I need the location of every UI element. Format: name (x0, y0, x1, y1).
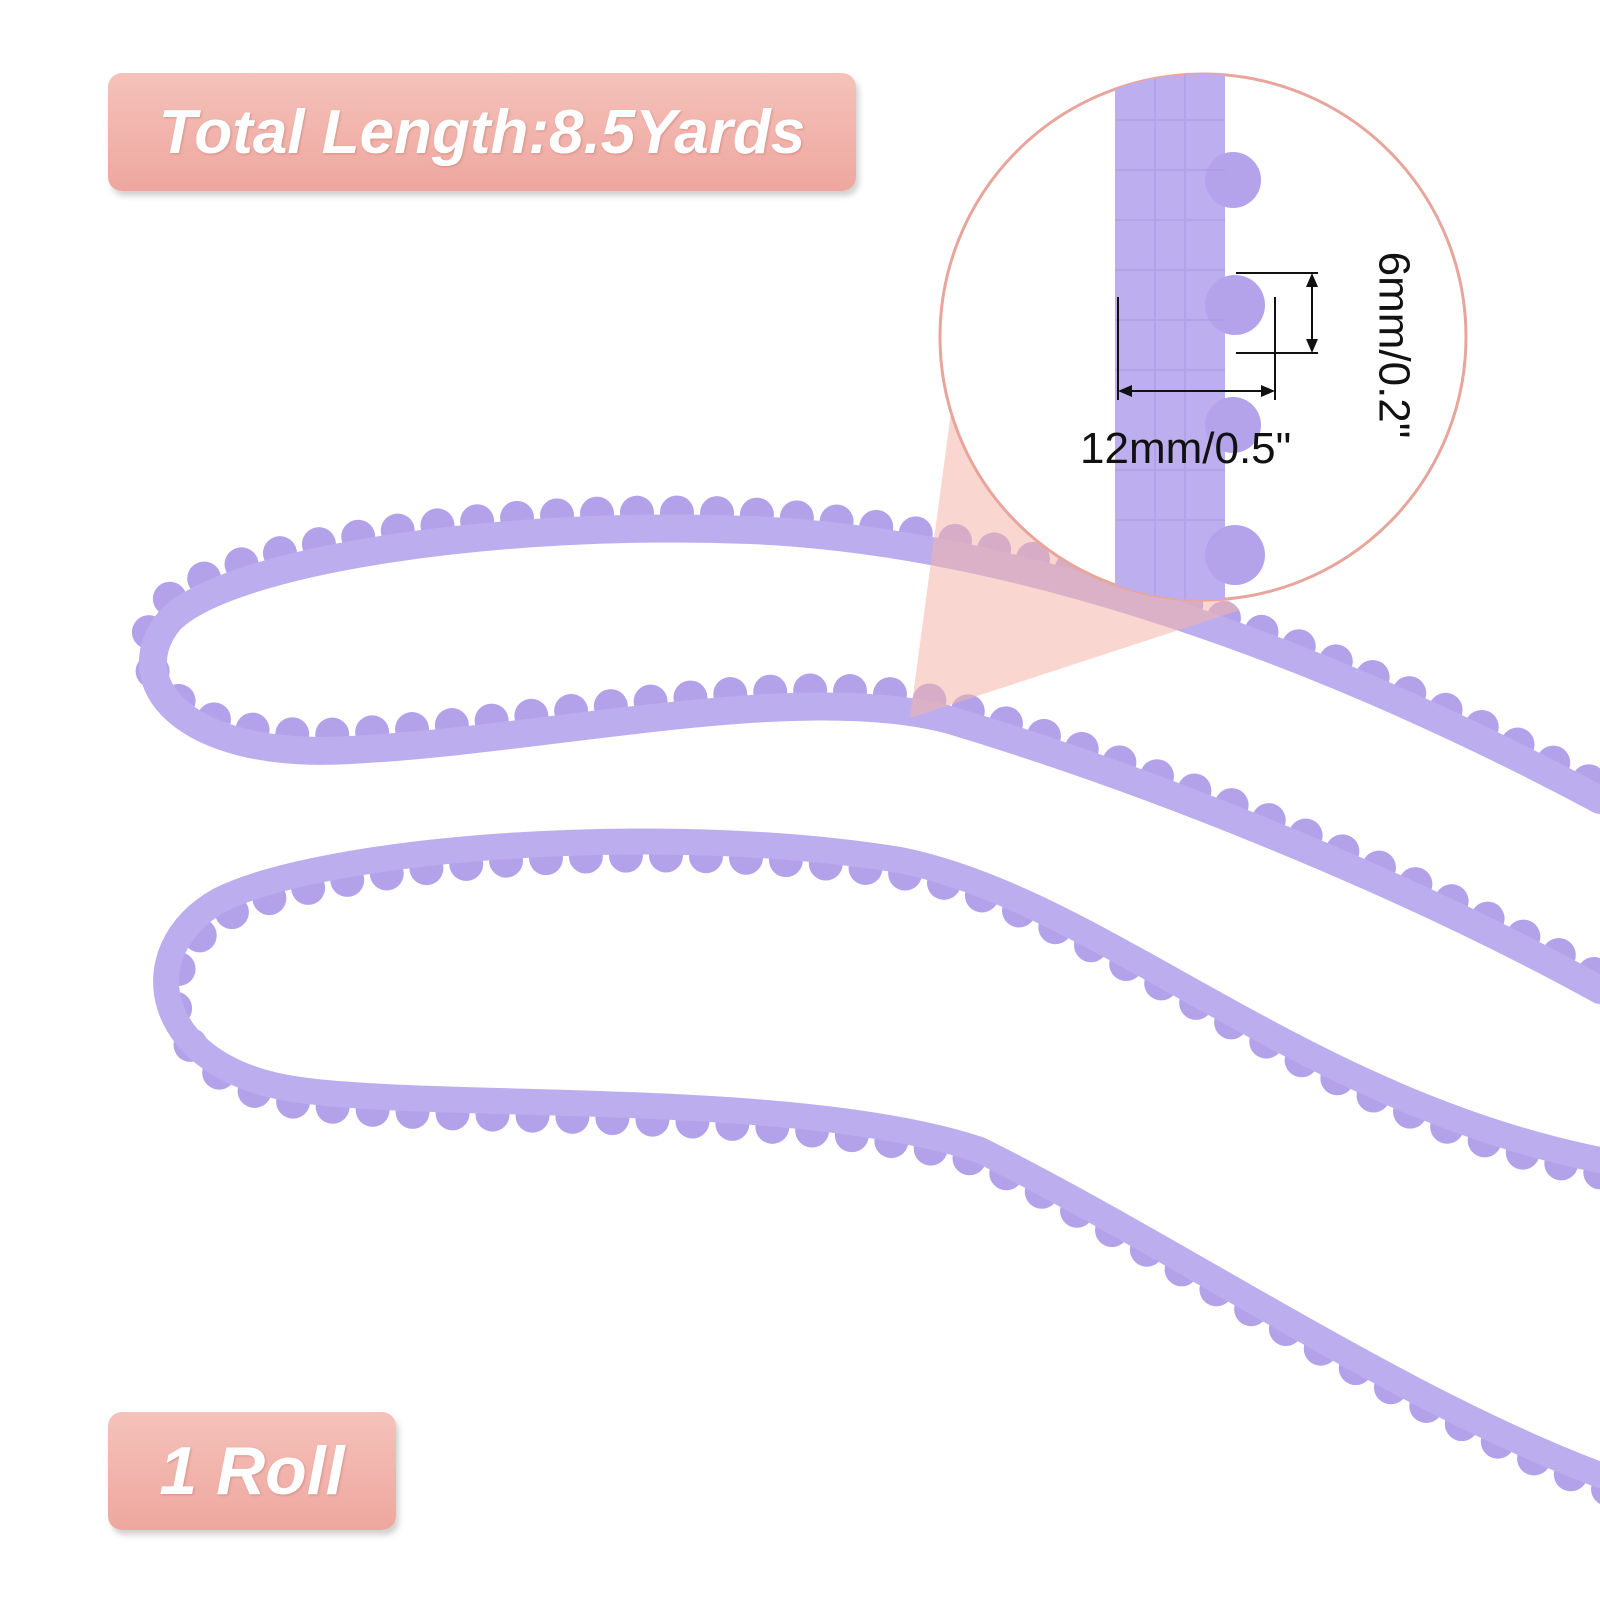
height-dimension-label: 6mm/0.2" (1369, 251, 1419, 439)
quantity-label: 1 Roll (159, 1433, 345, 1509)
quantity-badge: 1 Roll (108, 1412, 396, 1530)
trim-lower-loop-pompoms (157, 838, 1600, 1505)
trim-lower-loop-band (153, 828, 1600, 1488)
width-dimension-label: 12mm/0.5" (1080, 424, 1292, 473)
total-length-label: Total Length:8.5Yards (158, 97, 806, 167)
total-length-badge: Total Length:8.5Yards (108, 73, 856, 191)
trim-upper-loop-band (139, 514, 1600, 1004)
magnified-trim (1115, 74, 1265, 600)
dimension-lines (1117, 272, 1318, 400)
